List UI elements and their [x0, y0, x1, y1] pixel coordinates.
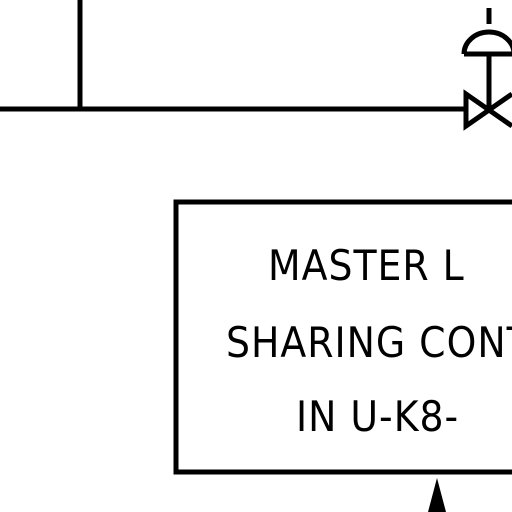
callout-line-3: IN U-K8- — [296, 392, 459, 441]
callout-box — [173, 199, 512, 475]
arrowhead-icon — [428, 478, 446, 512]
diaphragm-control-valve-icon — [461, 8, 512, 131]
callout-line-2: SHARING CONT — [226, 318, 512, 367]
callout-line-1: MASTER L — [268, 241, 465, 290]
